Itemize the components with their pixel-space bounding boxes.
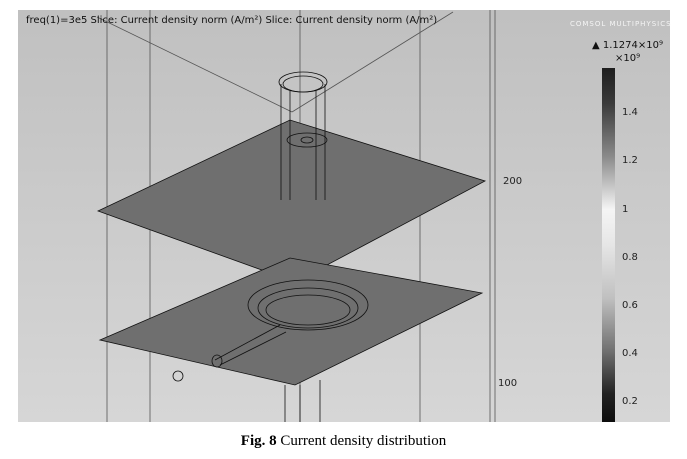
lower-coil	[172, 279, 369, 422]
colorbar-tick: 0.4	[622, 348, 638, 359]
colorbar-tick: 1.2	[622, 155, 638, 166]
caption-text: Current density distribution	[276, 433, 447, 449]
plot-title: freq(1)=3e5 Slice: Current density norm …	[26, 15, 438, 26]
upper-slice-plane	[96, 119, 487, 283]
comsol-logo: COMSOL MULTIPHYSICS	[570, 20, 672, 28]
axis-label: 200	[503, 176, 523, 187]
colorbar-tick: 0.6	[622, 300, 638, 311]
lower-slice-plane	[98, 257, 484, 386]
axis-label: 100	[498, 378, 518, 389]
figure-caption: Fig. 8 Current density distribution	[0, 433, 687, 450]
max-value-label: ▲ 1.1274×10⁹	[592, 40, 663, 51]
colorbar-tick: 1.4	[622, 107, 638, 118]
colorbar	[602, 68, 615, 422]
upper-coax	[278, 71, 328, 200]
colorbar-tick: 0.8	[622, 252, 638, 263]
colorbar-tick: 0.2	[622, 396, 638, 407]
colorbar-unit: ×10⁹	[615, 53, 641, 64]
colorbar-tick: 1	[622, 204, 629, 215]
caption-label: Fig. 8	[240, 433, 277, 449]
